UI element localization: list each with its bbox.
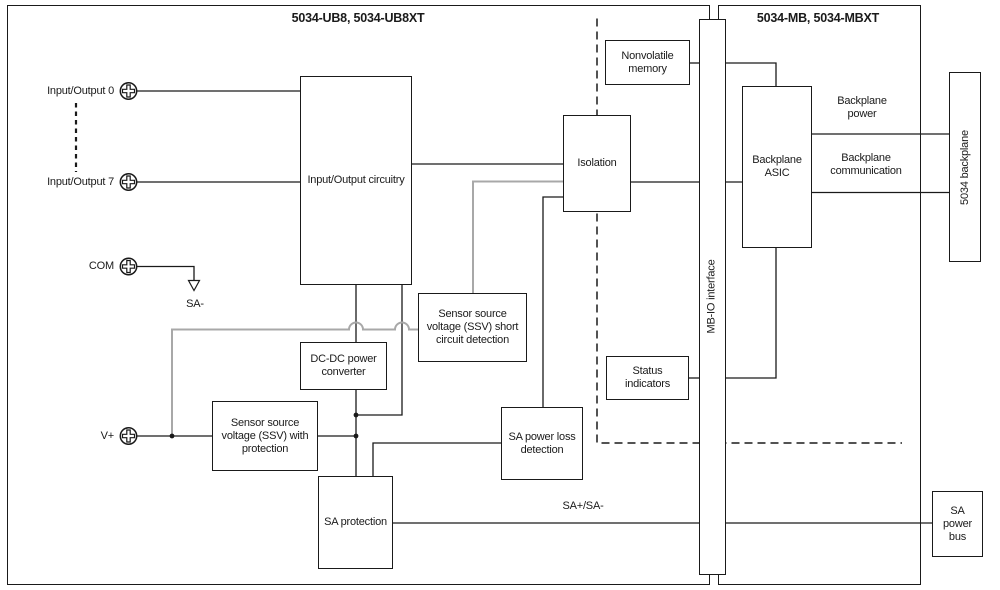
block-ssv-short-circuit-label: Sensor source voltage (SSV) short circui… [426, 308, 519, 346]
backplane-communication-label: Backplane communication [830, 152, 902, 177]
block-sa-power-loss-label: SA power loss detection [508, 430, 576, 456]
terminal-icons [119, 82, 138, 445]
block-status-indicators-label: Status indicators [624, 365, 671, 390]
terminal-label-io7: Input/Output 7 [47, 176, 114, 188]
block-dc-dc-converter-label: DC-DC power converter [310, 353, 377, 378]
isolation-boundary-dashed-line [596, 18, 902, 444]
right-module-title: 5034-MB, 5034-MBXT [756, 11, 880, 25]
block-sa-power-bus: SA power bus [932, 491, 983, 557]
block-nonvolatile-memory: Nonvolatile memory [605, 40, 690, 85]
block-nonvolatile-memory-label: Nonvolatile memory [621, 49, 674, 75]
block-dc-dc-converter: DC-DC power converter [300, 342, 387, 390]
block-5034-backplane: 5034 backplane [949, 72, 981, 262]
block-ssv-with-protection-label: Sensor source voltage (SSV) with protect… [221, 416, 309, 455]
terminal-label-vplus: V+ [100, 430, 115, 442]
terminal-label-io0: Input/Output 0 [47, 85, 114, 97]
screw-terminal-icon [119, 257, 138, 276]
screw-terminal-icon [119, 173, 138, 191]
block-sa-protection-label: SA protection [324, 516, 387, 528]
block-sa-protection: SA protection [318, 476, 393, 569]
block-mb-io-interface-label: MB-IO interface [706, 259, 718, 334]
open-arrow-down-icon [187, 279, 201, 292]
left-module-title: 5034-UB8, 5034-UB8XT [291, 11, 425, 25]
block-status-indicators: Status indicators [606, 356, 689, 400]
block-isolation: Isolation [563, 115, 631, 212]
screw-terminal-icon [119, 427, 138, 445]
gray-ssv-wires [171, 180, 563, 435]
block-5034-backplane-label: 5034 backplane [958, 129, 971, 205]
block-sa-power-loss-detection: SA power loss detection [501, 407, 583, 480]
sa-plus-minus-label: SA+/SA- [562, 500, 604, 512]
block-mb-io-interface: MB-IO interface [699, 18, 726, 575]
junction-dots [169, 412, 359, 439]
screw-terminal-icon [119, 82, 138, 100]
block-backplane-asic-label: Backplane ASIC [752, 154, 802, 179]
block-ssv-with-protection: Sensor source voltage (SSV) with protect… [212, 401, 318, 471]
backplane-power-label: Backplane power [837, 95, 887, 120]
black-wires [137, 62, 949, 524]
block-sa-power-bus-label: SA power bus [943, 504, 972, 543]
block-ssv-short-circuit-detection: Sensor source voltage (SSV) short circui… [418, 293, 527, 362]
block-isolation-label: Isolation [577, 157, 617, 169]
block-io-circuitry-label: Input/Output circuitry [307, 174, 405, 186]
sa-minus-label: SA- [186, 298, 204, 310]
terminal-label-com: COM [88, 260, 114, 272]
block-backplane-asic: Backplane ASIC [742, 86, 812, 248]
block-io-circuitry: Input/Output circuitry [300, 76, 412, 285]
